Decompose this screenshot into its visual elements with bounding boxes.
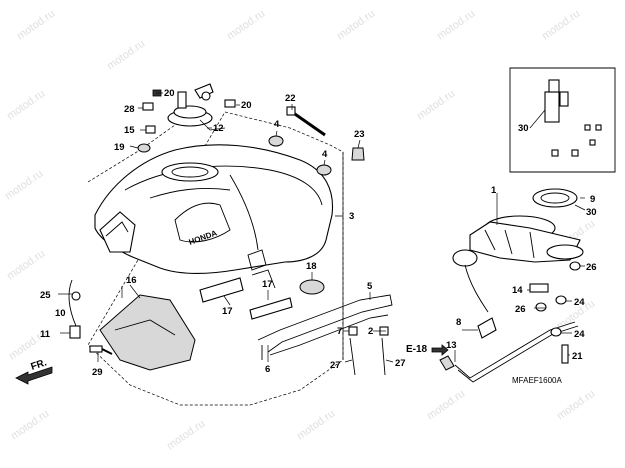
callout-1: 1 xyxy=(491,185,497,196)
watermark-text: motod.ru xyxy=(540,8,582,43)
callout-6: 6 xyxy=(265,364,270,375)
callout-11: 11 xyxy=(40,329,51,340)
fuel-tank: HONDA xyxy=(94,144,334,275)
callout-7: 7 xyxy=(337,326,342,337)
callout-12: 12 xyxy=(213,123,224,134)
callout-20: 20 xyxy=(241,100,252,111)
callout-28: 28 xyxy=(124,104,135,115)
tank-pad xyxy=(199,277,244,303)
watermark-text: motod.ru xyxy=(5,88,47,123)
callout-26: 26 xyxy=(586,262,597,273)
callout-17: 17 xyxy=(222,306,233,317)
hose-clip xyxy=(348,326,358,336)
watermark-text: motod.ru xyxy=(165,418,207,453)
rubber-mount xyxy=(316,164,332,176)
callout-16: 16 xyxy=(126,275,137,286)
bolt xyxy=(561,344,569,364)
rubber-cushion xyxy=(299,279,325,295)
callout-4: 4 xyxy=(274,119,280,130)
callout-20: 20 xyxy=(164,88,175,99)
watermark-text: motod.ru xyxy=(295,408,337,443)
callout-4: 4 xyxy=(322,149,328,160)
watermark-text: motod.ru xyxy=(225,8,267,43)
callout-18: 18 xyxy=(306,261,317,272)
watermark-text: motod.ru xyxy=(425,388,467,423)
callout-5: 5 xyxy=(367,281,373,292)
callout-2: 2 xyxy=(368,326,373,337)
diagram-code: MFAEF1600A xyxy=(512,376,562,385)
tank-pad xyxy=(249,297,293,320)
callout-26: 26 xyxy=(515,304,526,315)
callout-27: 27 xyxy=(395,358,406,369)
callout-24: 24 xyxy=(574,297,585,308)
pump-gasket xyxy=(532,188,578,208)
callout-21: 21 xyxy=(572,351,583,362)
tank-sensor xyxy=(68,279,81,339)
watermark-text: motod.ru xyxy=(3,168,45,203)
watermark-text: motod.ru xyxy=(5,248,47,283)
pump-parts-inset xyxy=(509,67,616,173)
reference-label: E-18 xyxy=(406,344,428,355)
callout-29: 29 xyxy=(92,367,103,378)
callout-27: 27 xyxy=(330,360,341,371)
drain-hoses xyxy=(257,294,393,376)
reference-arrow xyxy=(431,344,449,356)
callout-17: 17 xyxy=(262,279,273,290)
long-bolt xyxy=(286,106,326,137)
heat-guard xyxy=(99,294,196,371)
callout-9: 9 xyxy=(590,194,595,205)
fuel-line xyxy=(454,321,576,379)
fuel-cap-assembly xyxy=(167,83,226,131)
callout-23: 23 xyxy=(354,129,365,140)
watermark-text: motod.ru xyxy=(105,38,147,73)
watermark-text: motod.ru xyxy=(415,88,457,123)
mount-bolt xyxy=(89,345,103,353)
callout-30: 30 xyxy=(518,123,529,134)
pump-fitting xyxy=(529,283,549,293)
callout-24: 24 xyxy=(574,329,585,340)
watermark-text: motod.ru xyxy=(15,8,57,43)
direction-label: FR. xyxy=(30,357,49,373)
watermark-text: motod.ru xyxy=(9,408,51,443)
line-connector xyxy=(439,355,455,371)
callout-10: 10 xyxy=(55,308,66,319)
callout-labels: 1 2 3 4 4 5 6 7 8 9 11 10 12 13 14 15 16… xyxy=(40,88,597,378)
callout-22: 22 xyxy=(285,93,296,104)
callout-25: 25 xyxy=(40,290,51,301)
rubber-mount xyxy=(268,135,284,147)
callout-14: 14 xyxy=(512,285,523,296)
watermark-text: motod.ru xyxy=(555,388,597,423)
watermark-text: motod.ru xyxy=(435,8,477,43)
callout-3: 3 xyxy=(349,211,354,222)
callout-8: 8 xyxy=(456,317,461,328)
cap-nut xyxy=(351,147,365,161)
leader-lines xyxy=(58,92,586,363)
watermark-text: motod.ru xyxy=(335,8,377,43)
front-direction-arrow: FR. xyxy=(15,357,53,385)
fuel-filter xyxy=(477,317,497,339)
callout-30: 30 xyxy=(586,207,597,218)
callout-19: 19 xyxy=(114,142,125,153)
fuel-pump xyxy=(452,215,584,313)
callout-15: 15 xyxy=(124,125,135,136)
callout-13: 13 xyxy=(446,340,457,351)
